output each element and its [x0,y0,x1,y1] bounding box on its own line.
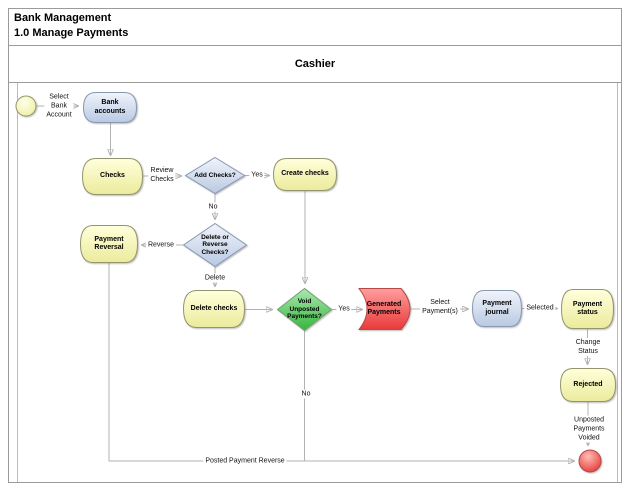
node-create-checks: Create checks [272,158,338,191]
node-checks-label: Checks [100,172,125,180]
node-bank-accounts-label: Bank accounts [94,99,126,115]
node-payment-reversal-label: Payment Reversal [94,235,124,252]
process-shape-icon [471,290,523,327]
node-payment-journal-label: Payment journal [482,300,512,316]
edge-label-select-payments: Select Payment(s) [420,298,460,316]
lane-header: Cashier [9,46,621,81]
edge-label-selected: Selected [524,303,556,313]
delete-reverse-shape [182,222,248,268]
end-circle-shape [578,449,602,473]
title-block: Bank Management 1.0 Manage Payments [14,11,128,41]
node-payment-journal: Payment journal [471,290,523,327]
node-void-unposted-decision: Void Unposted Payments? [276,287,333,332]
lane-left-border [17,83,18,482]
diagram-subtitle: 1.0 Manage Payments [14,27,129,39]
node-generated-payments-label: Generated Payments [366,300,402,317]
payment-reversal-shape [79,225,139,263]
edge-label-select-bank-account: Select Bank Account [44,92,74,120]
node-add-checks-decision: Add Checks? [184,156,246,195]
generated-payments-shape [357,288,411,330]
checks-shape [81,158,144,195]
process-shape-icon [182,290,246,328]
create-checks-shape [272,158,338,191]
process-shape-icon [272,158,338,191]
node-delete-checks: Delete checks [182,290,246,328]
edge-label-change-status: Change Status [563,338,613,356]
outer-frame [8,8,622,483]
node-checks: Checks [81,158,144,195]
decision-diamond-icon [184,156,246,195]
process-shape-icon [559,368,617,402]
void-unposted-shape [276,287,333,332]
node-rejected: Rejected [559,368,617,402]
edge-label-unposted-payments-voided: Unposted Payments Voided [571,415,607,443]
node-delete-reverse-label: Delete or Reverse Checks? [201,233,229,256]
add-checks-shape [184,156,246,195]
payment-journal-shape [471,290,523,327]
node-rejected-label: Rejected [573,380,603,388]
end-circle-icon [578,449,602,473]
process-shape-icon [79,225,139,263]
process-shape-icon [81,158,144,195]
start-circle-icon [15,95,37,117]
rejected-shape [559,368,617,402]
lane-header-separator [9,82,621,83]
bank-accounts-shape [82,92,138,123]
edge-label-delete: Delete [202,273,228,283]
edge-label-yes-void: Yes [336,304,352,314]
edge-label-no-add: No [206,202,220,212]
diagram-title: Bank Management [14,12,112,24]
process-shape-icon [560,289,615,329]
edge-label-reverse: Reverse [145,240,177,250]
node-create-checks-label: Create checks [281,170,329,178]
node-payment-reversal: Payment Reversal [79,225,139,263]
node-delete-reverse-decision: Delete or Reverse Checks? [182,222,248,268]
edge-label-no-void: No [299,389,313,399]
lane-title: Cashier [294,57,336,70]
node-add-checks-label: Add Checks? [194,171,236,179]
edge-label-yes-add: Yes [249,170,265,180]
lane-right-border [617,83,618,482]
node-start [15,95,37,117]
delete-checks-shape [182,290,246,328]
payment-status-shape [560,289,615,329]
title-separator [9,45,621,46]
stored-data-shape-icon [357,288,411,330]
decision-diamond-icon [182,222,248,268]
node-end [578,449,602,473]
node-delete-checks-label: Delete checks [190,304,238,312]
node-payment-status: Payment status [560,289,615,329]
start-circle-shape [15,95,37,117]
node-generated-payments: Generated Payments [355,288,413,330]
node-bank-accounts: Bank accounts [82,92,138,123]
edge-label-posted-payment-reverse: Posted Payment Reverse [203,456,287,466]
edge-label-review-checks: Review Checks [148,166,176,184]
node-payment-status-label: Payment status [572,300,603,317]
decision-diamond-icon [276,287,333,332]
process-shape-icon [82,92,138,123]
node-void-unposted-label: Void Unposted Payments? [287,298,322,321]
